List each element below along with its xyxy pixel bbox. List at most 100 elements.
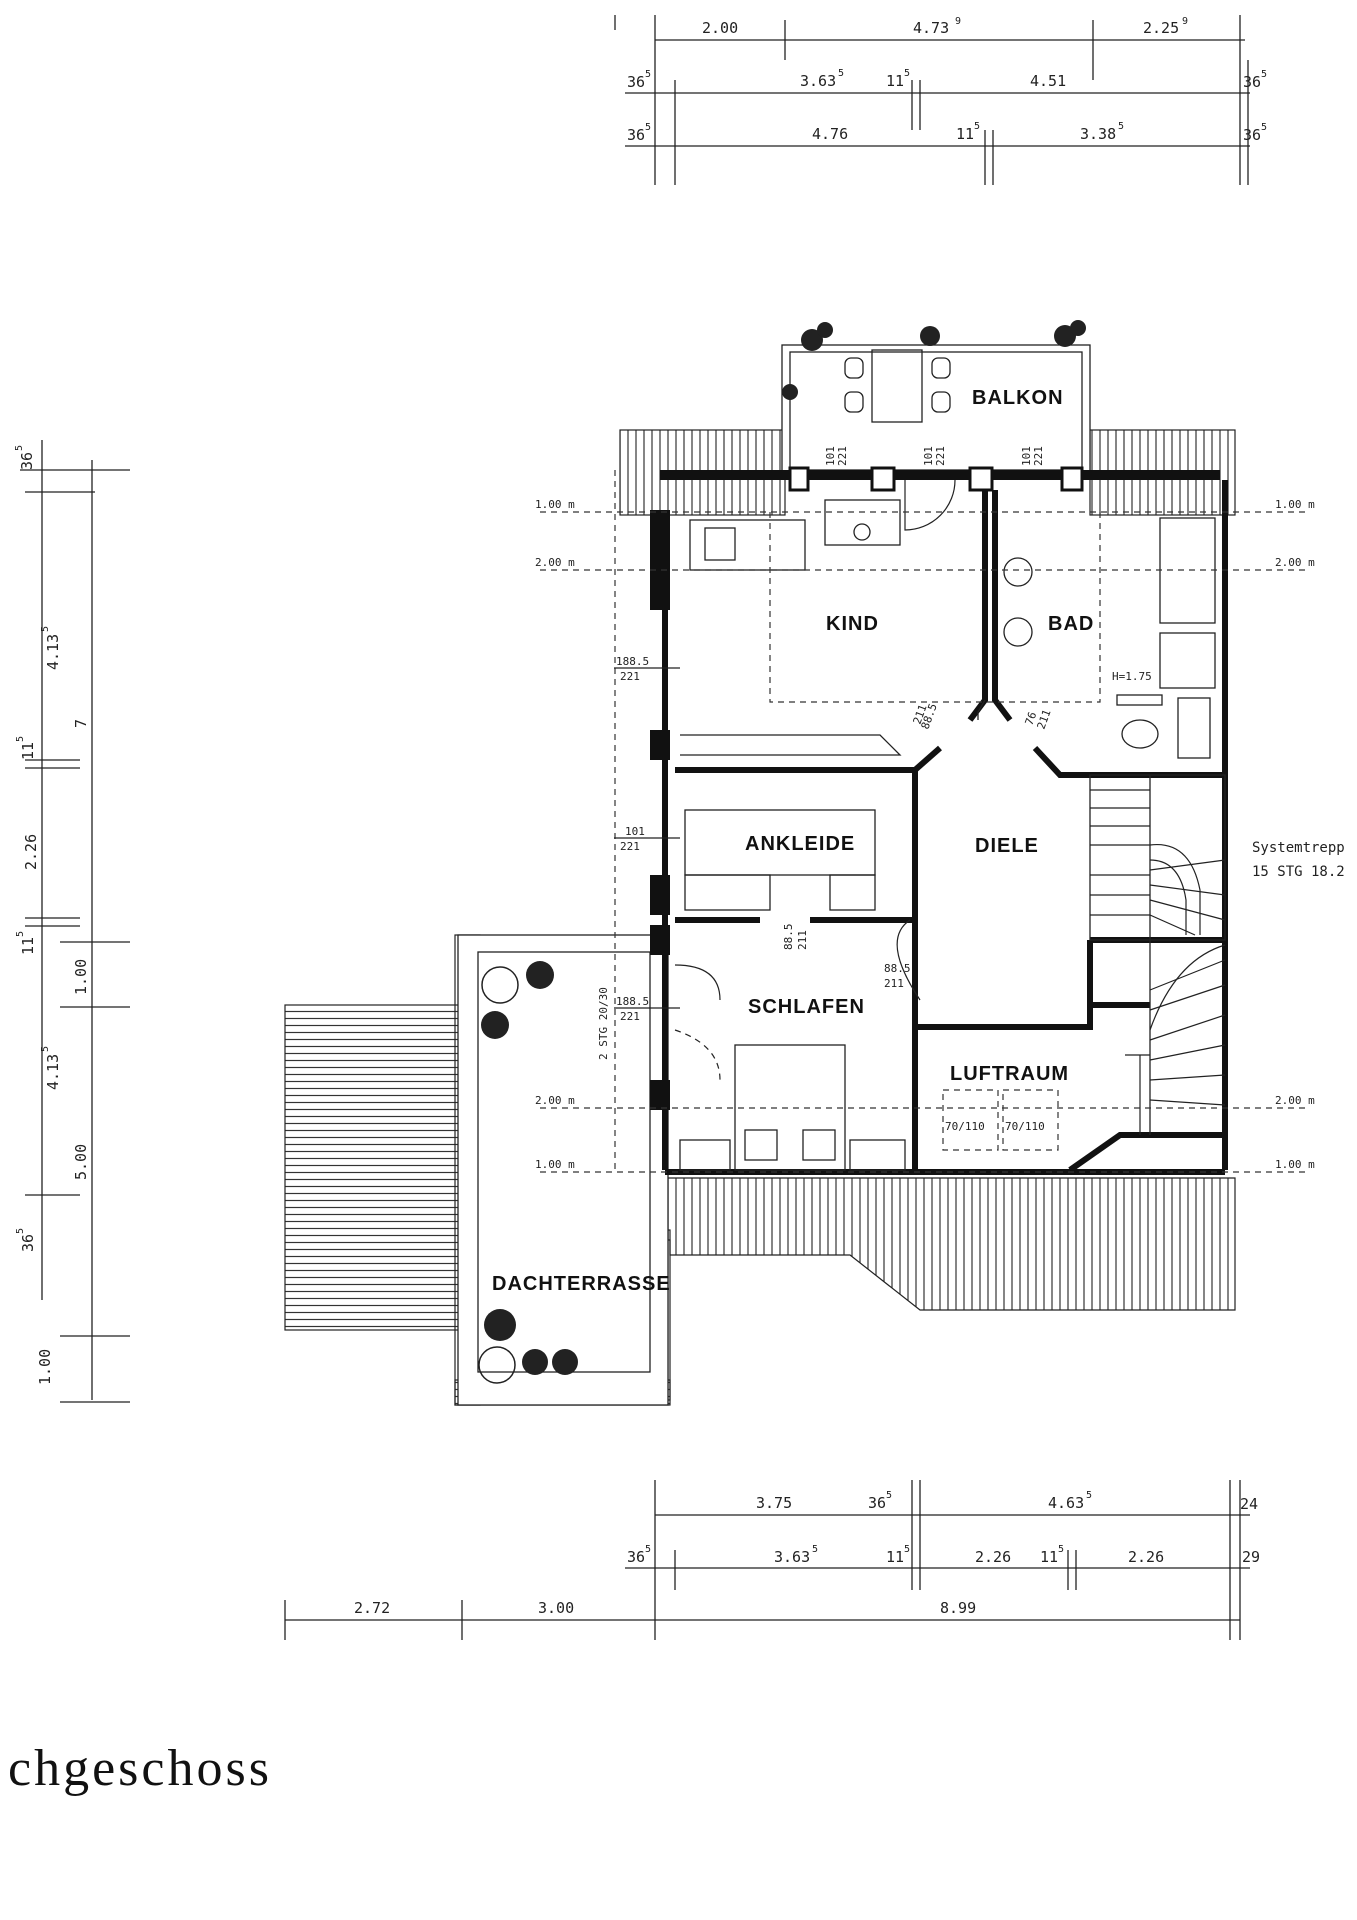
level-200-top-right: 2.00 m: [1275, 556, 1315, 569]
opening-schlafen-window-a: 188.5: [616, 995, 649, 1008]
terrace-steps-note: 2 STG 20/30: [597, 987, 610, 1060]
dim-left-1: 36: [18, 452, 36, 470]
svg-text:5: 5: [14, 445, 25, 451]
dim-top-3e: 36: [1243, 126, 1261, 144]
dim-top-2b: 3.63: [800, 72, 836, 90]
opening-kind-door-b: 211: [911, 703, 930, 726]
dim-bottom-1a: 3.75: [756, 1494, 792, 1512]
level-100-bottom-left: 1.00 m: [535, 1158, 575, 1171]
dim-bottom-3b: 3.00: [538, 1599, 574, 1617]
svg-text:5: 5: [838, 68, 844, 79]
dim-bottom-1c: 4.63: [1048, 1494, 1084, 1512]
balcony-outline: [781, 344, 1091, 476]
room-label-diele: DIELE: [975, 835, 1039, 857]
dim-top-2c: 11: [886, 72, 904, 90]
stair-system-note: Systemtrepp: [1252, 840, 1345, 856]
dim-left-11: 1.00: [36, 1349, 54, 1385]
level-200-top-left: 2.00 m: [535, 556, 575, 569]
room-label-luftraum: LUFTRAUM: [950, 1063, 1069, 1085]
bad-height-note: H=1.75: [1112, 670, 1152, 683]
svg-text:5: 5: [1261, 122, 1267, 133]
dim-bottom-2a: 36: [627, 1548, 645, 1566]
dim-top-3c: 11: [956, 125, 974, 143]
opening-balkon-1a: 101: [824, 446, 837, 466]
left-dimension-chain: 36 5 4.13 5 11 5 2.26 11 5 4.13 5 36 5 7…: [14, 440, 130, 1403]
dim-left-2: 4.13: [44, 634, 62, 670]
dim-top-2a: 36: [627, 73, 645, 91]
opening-ankleide-window-a: 101: [625, 825, 645, 838]
opening-schlafen-door-b: 211: [884, 977, 904, 990]
door-swings: [674, 479, 956, 1081]
plan-title: chgeschoss: [8, 1740, 272, 1797]
dim-left-10: 5.00: [72, 1144, 90, 1180]
level-100-top-left: 1.00 m: [535, 498, 575, 511]
svg-text:5: 5: [1261, 69, 1267, 80]
svg-text:5: 5: [1058, 1544, 1064, 1555]
staircase: [1090, 789, 1226, 1135]
room-label-kind: KIND: [826, 613, 879, 635]
dim-left-7: 36: [19, 1234, 37, 1252]
room-label-dachterrasse: DACHTERRASSE: [492, 1273, 671, 1295]
bottom-dimension-chain: 3.75 36 5 4.63 5 24 36 5 3.63 5 11 5 2.2…: [284, 1480, 1260, 1640]
stair-steps-note: 15 STG 18.2: [1252, 864, 1345, 880]
opening-balkon-3a: 101: [1020, 446, 1033, 466]
dim-top-2d: 4.51: [1030, 72, 1066, 90]
opening-kind-window-b: 221: [620, 670, 640, 683]
dim-bottom-3c: 8.99: [940, 1599, 976, 1617]
room-label-ankleide: ANKLEIDE: [745, 833, 855, 855]
svg-text:9: 9: [1182, 16, 1188, 27]
svg-text:5: 5: [904, 1544, 910, 1555]
opening-labels: 101 221 101 221 101 221 188.5 221 101 22…: [614, 446, 1054, 1023]
furniture: [679, 499, 1216, 1171]
svg-text:9: 9: [955, 16, 961, 27]
svg-text:5: 5: [904, 68, 910, 79]
room-label-bad: BAD: [1048, 613, 1094, 635]
room-label-schlafen: SCHLAFEN: [748, 996, 865, 1018]
room-labels: BALKON KIND BAD ANKLEIDE DIELE SCHLAFEN …: [492, 387, 1094, 1295]
opening-bad-door-a: 76: [1023, 710, 1040, 727]
opening-ankleide-door-b: 211: [796, 930, 809, 950]
dim-left-5: 11: [19, 937, 37, 955]
dim-bottom-2d: 2.26: [975, 1548, 1011, 1566]
svg-text:5: 5: [40, 626, 51, 632]
opening-balkon-3b: 221: [1032, 446, 1045, 466]
dim-bottom-2f: 2.26: [1128, 1548, 1164, 1566]
svg-text:5: 5: [974, 121, 980, 132]
level-labels: 1.00 m 2.00 m 2.00 m 1.00 m 1.00 m 2.00 …: [535, 498, 1315, 1171]
opening-balkon-2b: 221: [934, 446, 947, 466]
svg-text:5: 5: [812, 1544, 818, 1555]
ceiling-height-lines: [540, 470, 1308, 1173]
plant-icons: [478, 320, 1086, 1384]
svg-text:5: 5: [1118, 121, 1124, 132]
exterior-walls: [650, 466, 1228, 1175]
balcony-table: [871, 349, 923, 423]
opening-balkon-2a: 101: [922, 446, 935, 466]
dim-bottom-2e: 11: [1040, 1548, 1058, 1566]
dim-top-3b: 4.76: [812, 125, 848, 143]
dim-top-1a: 2.00: [702, 19, 738, 37]
luftraum-window-2: 70/110: [1005, 1120, 1045, 1133]
level-200-bottom-right: 2.00 m: [1275, 1094, 1315, 1107]
luftraum-window-1: 70/110: [945, 1120, 985, 1133]
top-dimension-chain: 2.00 4.73 9 2.25 9 36 5 3.63 5 11 5 4.51…: [614, 15, 1267, 185]
room-label-balkon: BALKON: [972, 387, 1064, 409]
svg-text:5: 5: [645, 122, 651, 133]
opening-ankleide-door-a: 88.5: [782, 924, 795, 951]
dim-bottom-2b: 3.63: [774, 1548, 810, 1566]
level-100-top-right: 1.00 m: [1275, 498, 1315, 511]
opening-balkon-1b: 221: [836, 446, 849, 466]
svg-text:5: 5: [15, 931, 26, 937]
svg-text:5: 5: [886, 1490, 892, 1501]
dim-top-2e: 36: [1243, 73, 1261, 91]
dim-bottom-3a: 2.72: [354, 1599, 390, 1617]
level-200-bottom-left: 2.00 m: [535, 1094, 575, 1107]
dim-bottom-1b: 36: [868, 1494, 886, 1512]
dim-left-6: 4.13: [44, 1054, 62, 1090]
svg-text:5: 5: [645, 69, 651, 80]
svg-text:5: 5: [40, 1046, 51, 1052]
interior-walls: [675, 490, 1226, 1173]
plan-notes: Systemtrepp 15 STG 18.2 H=1.75 2 STG 20/…: [597, 670, 1345, 1133]
svg-text:5: 5: [1086, 1490, 1092, 1501]
dim-left-4: 2.26: [22, 834, 40, 870]
